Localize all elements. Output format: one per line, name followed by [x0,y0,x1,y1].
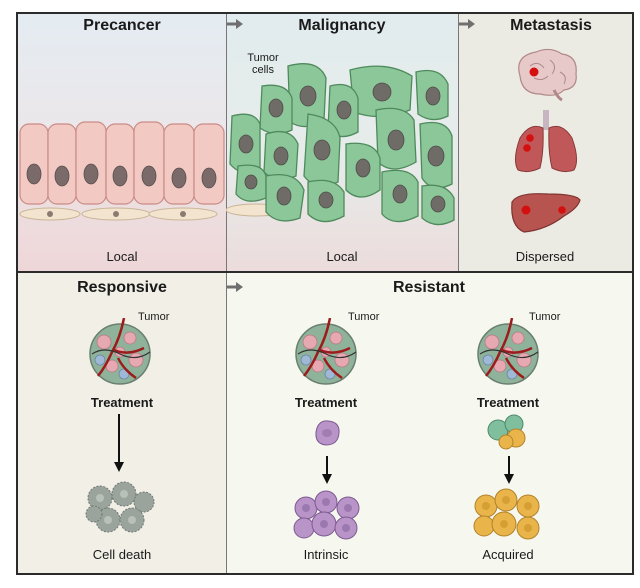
epithelium-illustration [19,121,225,221]
dead-cells-illustration [85,481,155,533]
malignancy-footer: Local [326,249,358,264]
acquired-cluster-illustration [473,488,540,540]
intrinsic-cell-illustration [315,420,340,446]
responsive-outcome: Cell death [92,547,152,562]
resistant-title: Resistant [392,279,466,296]
responsive-title: Responsive [77,279,167,296]
malignancy-title: Malignancy [298,17,386,34]
acquired-treatment-label: Treatment [476,395,540,410]
resistant-panel [226,273,632,573]
arrow-down-icon [322,456,332,484]
responsive-tumor-label: Tumor [138,311,170,323]
lungs-icon [514,110,578,173]
precancer-title: Precancer [83,17,161,34]
acquired-cells-illustration [487,414,526,450]
precancer-footer: Local [106,249,138,264]
intrinsic-outcome: Intrinsic [303,547,349,562]
metastasis-footer: Dispersed [515,249,575,264]
arrow-right-icon [227,282,243,292]
tumor-mass-icon [295,318,357,385]
arrow-right-icon [227,19,243,29]
acquired-outcome: Acquired [482,547,534,562]
row-divider [18,271,632,273]
liver-icon [511,193,581,233]
tumor-mass-icon [477,318,539,385]
intrinsic-treatment-label: Treatment [294,395,358,410]
arrow-right-icon [459,19,475,29]
tumor-mass-icon [89,318,151,385]
responsive-treatment-label: Treatment [90,395,154,410]
arrow-down-icon [114,414,124,472]
malignancy-panel [226,14,458,272]
arrow-down-icon [504,456,514,484]
tumor-cells-illustration [226,63,455,226]
intrinsic-cluster-illustration [293,490,360,540]
metastasis-title: Metastasis [510,17,592,34]
brain-icon [518,48,577,102]
intrinsic-tumor-label: Tumor [348,311,380,323]
acquired-tumor-label: Tumor [529,311,561,323]
tumor-cells-annotation: Tumor cells [247,52,279,76]
figure-frame [16,12,634,575]
